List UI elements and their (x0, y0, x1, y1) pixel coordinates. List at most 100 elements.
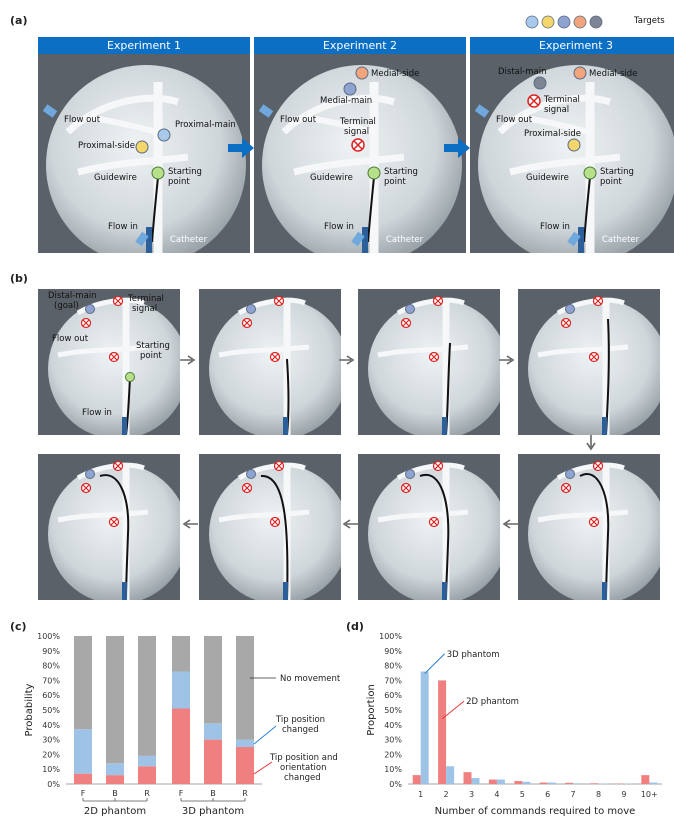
panel-a-label: (a) (10, 14, 28, 27)
x-tick-label: R (144, 789, 150, 798)
bar (547, 782, 556, 784)
y-tick-label: 90% (384, 647, 402, 656)
point-label: point (168, 177, 190, 187)
y-tick-label: 10% (384, 765, 402, 774)
flow-out-label: Flow out (496, 115, 533, 125)
terminal-label: Terminal (340, 117, 376, 127)
y-tick-label: 100% (37, 632, 60, 641)
proximal-main-label: Proximal-main (175, 120, 236, 130)
starting-label: Starting (136, 341, 170, 351)
targets-legend-label: Targets (634, 16, 665, 26)
y-tick-label: 60% (42, 691, 60, 700)
y-tick-label: 20% (384, 750, 402, 759)
catheter-label: Catheter (602, 235, 640, 245)
annotation-label: No movement (280, 674, 340, 684)
annotation-line (253, 761, 273, 775)
x-tick-label: R (242, 789, 248, 798)
x-tick-label: F (179, 789, 184, 798)
sequence-frame (199, 289, 341, 435)
bar-segment (138, 636, 156, 756)
sequence-arrow-icon (180, 355, 196, 365)
y-tick-label: 30% (384, 736, 402, 745)
bar (488, 779, 497, 784)
guidewire-label: Guidewire (310, 173, 353, 183)
flow-in-label: Flow in (324, 222, 354, 232)
arrow-icon (444, 138, 470, 158)
sequence-arrow-icon (342, 519, 358, 529)
terminal-label: Terminal (544, 95, 580, 105)
sequence-arrow-icon (499, 355, 515, 365)
bar-segment (204, 636, 222, 724)
x-tick-label: 1 (418, 790, 423, 799)
group-bracket (82, 798, 148, 802)
medial-side-label: Medial-side (371, 69, 420, 79)
y-tick-label: 50% (42, 706, 60, 715)
bar (573, 783, 582, 784)
bar (565, 782, 574, 784)
goal-label: (goal) (54, 301, 79, 311)
x-tick-label: 4 (494, 790, 499, 799)
sequence-frame (38, 289, 180, 435)
group-label: 2D phantom (84, 806, 146, 817)
sequence-arrow-icon (182, 519, 198, 529)
sequence-frame (358, 289, 500, 435)
guidewire-label: Guidewire (94, 173, 137, 183)
y-tick-label: 90% (42, 647, 60, 656)
arrow-icon (228, 138, 254, 158)
bar-segment (106, 636, 124, 764)
y-tick-label: 10% (42, 765, 60, 774)
y-tick-label: 80% (384, 662, 402, 671)
starting-label: Starting (168, 167, 202, 177)
bar (522, 781, 531, 784)
annotation-label: Tip position (275, 715, 325, 725)
sequence-frame (199, 454, 341, 600)
starting-label: Starting (384, 167, 418, 177)
phantom-image (254, 54, 466, 253)
bar (463, 772, 472, 784)
medial-main-label: Medial-main (320, 96, 373, 106)
y-tick-label: 40% (42, 721, 60, 730)
flow-in-label: Flow in (82, 408, 112, 418)
point-label: point (600, 177, 622, 187)
group-label: 3D phantom (182, 806, 244, 817)
bar (590, 783, 599, 784)
y-axis-label: Probability (24, 683, 35, 736)
guidewire-label: Guidewire (526, 173, 569, 183)
chart-c: 0%10%20%30%40%50%60%70%80%90%100%Probabi… (24, 632, 340, 817)
starting-label: Starting (600, 167, 634, 177)
sequence-frame (518, 289, 660, 435)
series-callout-line (424, 653, 446, 674)
x-tick-label: B (112, 789, 118, 798)
sequence-arrow-icon (586, 435, 596, 451)
signal-label: signal (544, 105, 570, 115)
targets-legend: Targets (524, 14, 674, 29)
y-tick-label: 20% (42, 750, 60, 759)
bar-segment (236, 739, 254, 747)
flow-in-label: Flow in (540, 222, 570, 232)
x-axis-label: Number of commands required to move (435, 806, 636, 817)
target-dot (557, 15, 571, 29)
y-tick-label: 80% (42, 662, 60, 671)
bar-segment (172, 671, 190, 709)
target-dot (589, 15, 603, 29)
panel-b-label: (b) (10, 272, 28, 285)
bar-segment (138, 755, 156, 767)
bar-segment (236, 747, 254, 784)
y-tick-label: 70% (42, 676, 60, 685)
bar-segment (74, 773, 92, 784)
x-tick-label: 10+ (641, 790, 658, 799)
series-label: 3D phantom (447, 650, 500, 660)
bar (438, 680, 447, 784)
annotation-label: changed (282, 725, 319, 735)
point-label: point (384, 177, 406, 187)
panel-c-label: (c) (10, 620, 27, 633)
experiment-3-title: Experiment 3 (470, 37, 674, 54)
x-tick-label: 2 (444, 790, 449, 799)
flow-in-label: Flow in (108, 222, 138, 232)
bar-segment (106, 763, 124, 776)
bar-segment (204, 723, 222, 740)
flow-out-label: Flow out (280, 115, 317, 125)
flow-out-label: Flow out (52, 334, 89, 344)
y-tick-label: 50% (384, 706, 402, 715)
proximal-side-label: Proximal-side (524, 129, 581, 139)
